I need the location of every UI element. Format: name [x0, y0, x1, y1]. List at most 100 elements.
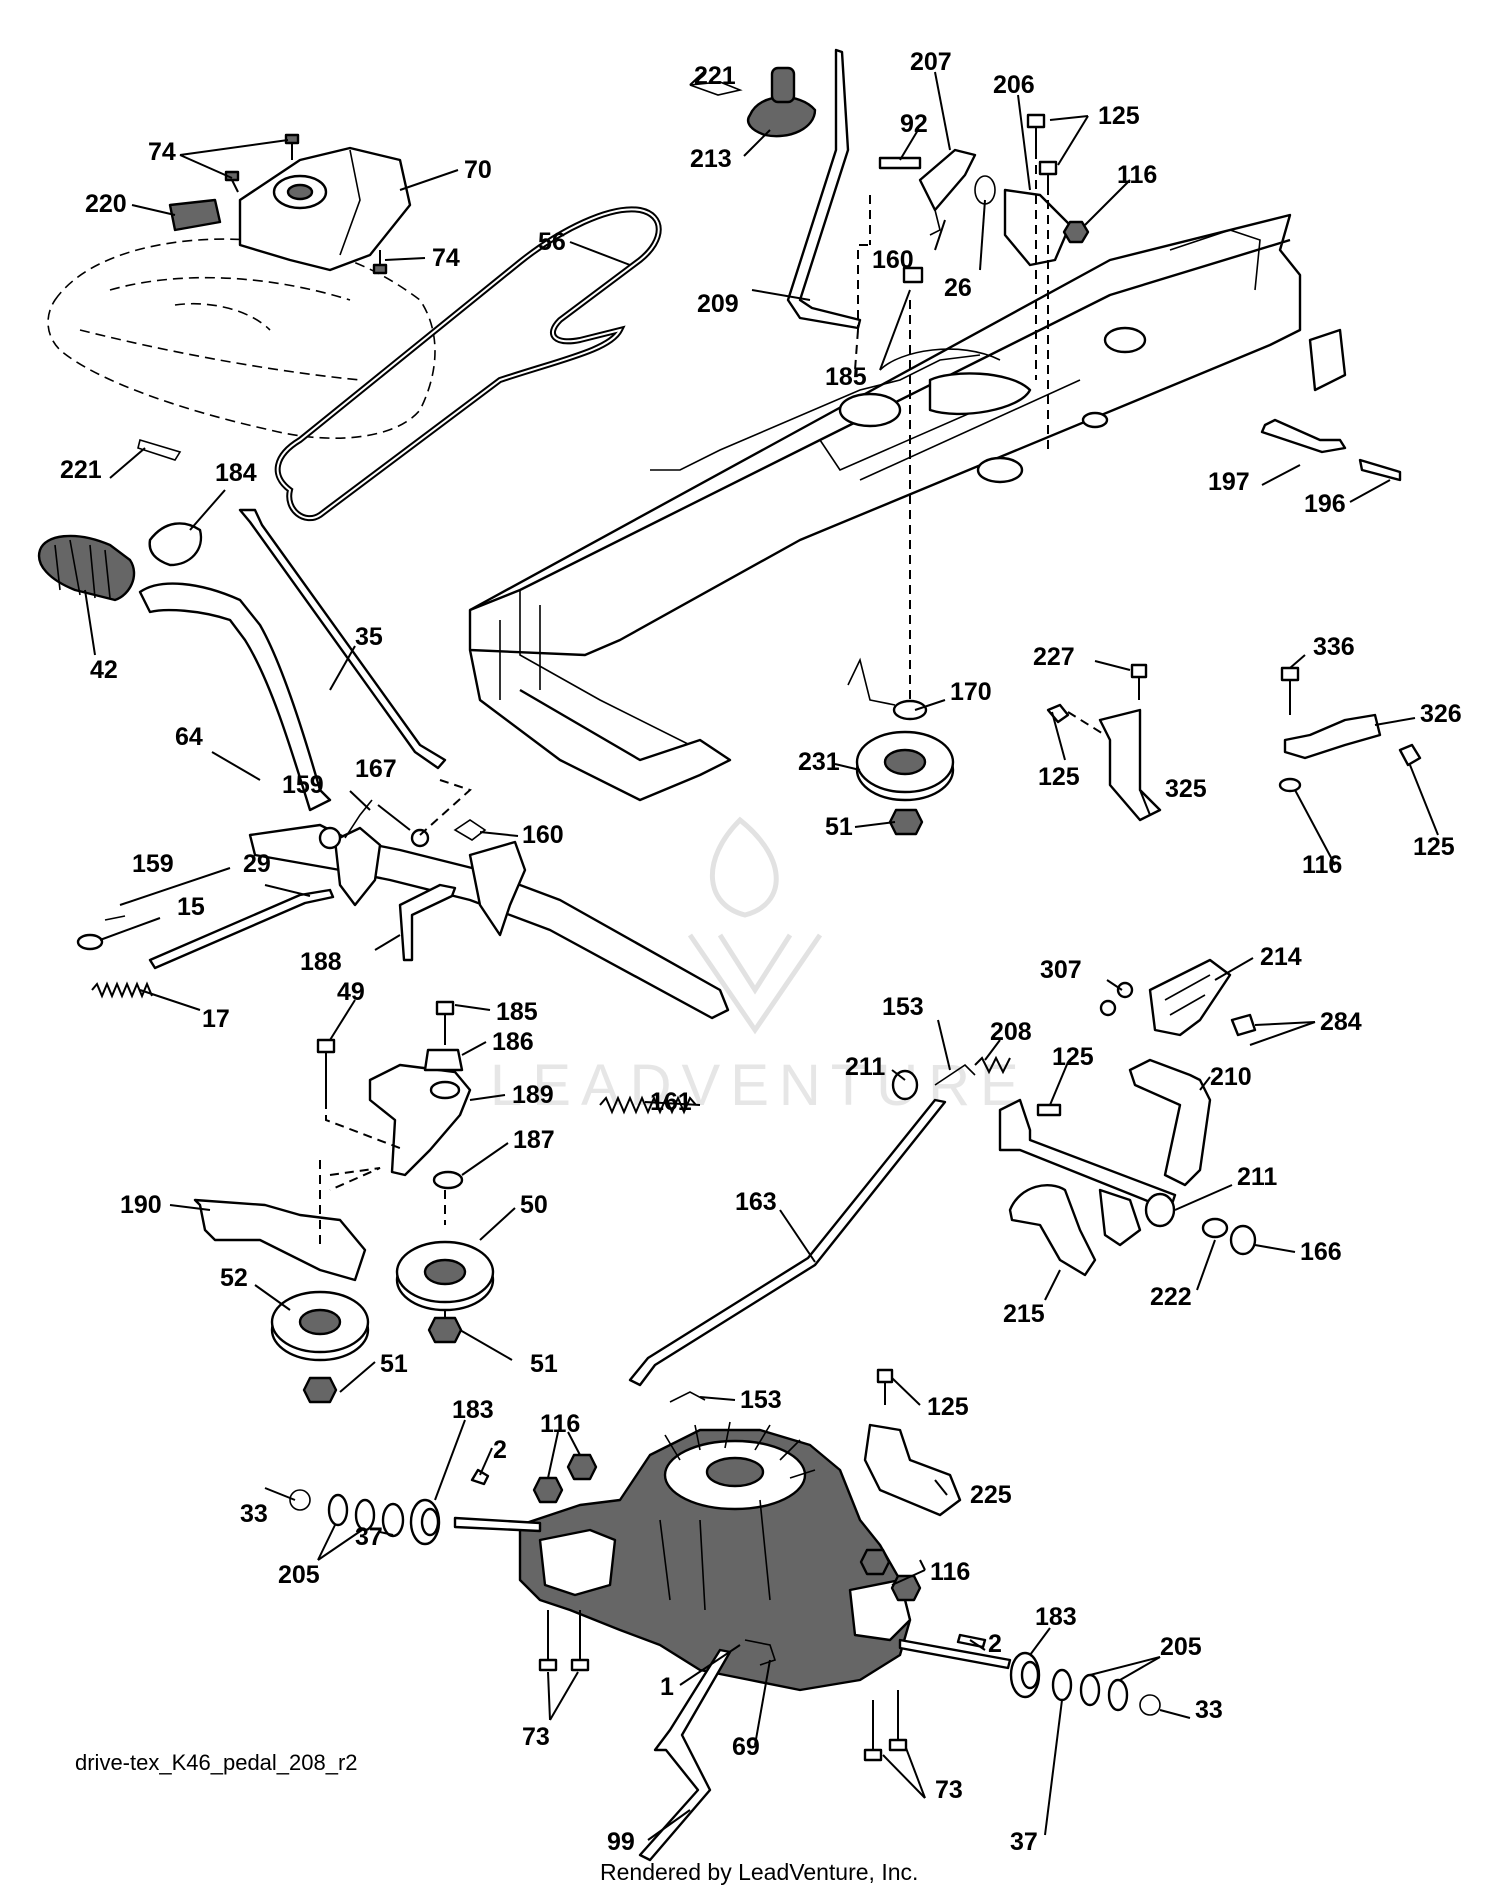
- callout-326: 326: [1420, 700, 1462, 728]
- e-ring: [1139, 1694, 1161, 1716]
- pedal-pad: [1148, 958, 1232, 1037]
- keys: [470, 1468, 490, 1486]
- callout-116: 116: [1302, 851, 1342, 879]
- bushing: [1144, 1192, 1176, 1228]
- callout-74: 74: [432, 244, 460, 272]
- callout-196: 196: [1304, 490, 1346, 518]
- pedal-spring: [974, 1055, 1011, 1075]
- bolt-pair: [1026, 113, 1058, 195]
- clip: [669, 1391, 706, 1403]
- screw: [1099, 999, 1117, 1017]
- cotter-pin: [104, 915, 126, 921]
- callout-51: 51: [380, 1350, 408, 1378]
- warning-label: [168, 198, 222, 232]
- callout-15: 15: [177, 893, 205, 921]
- washer: [432, 1170, 464, 1190]
- callout-26: 26: [944, 274, 972, 302]
- callout-185: 185: [825, 363, 867, 391]
- callout-92: 92: [900, 110, 928, 138]
- washer: [318, 826, 342, 850]
- callout-189: 189: [512, 1081, 554, 1109]
- bolt: [1280, 666, 1300, 682]
- bolt: [435, 1000, 455, 1016]
- cotter-pin: [929, 209, 941, 236]
- leader-lines: [84, 69, 1439, 1841]
- chassis-frame: [468, 213, 1347, 802]
- washer: [1107, 1678, 1129, 1712]
- callout-52: 52: [220, 1264, 248, 1292]
- callout-37: 37: [355, 1523, 383, 1551]
- washer: [327, 1493, 349, 1527]
- cruise-pedal: [1008, 1183, 1097, 1277]
- callout-73: 73: [522, 1723, 550, 1751]
- screw: [1116, 981, 1134, 999]
- nut: [532, 1476, 564, 1504]
- washer: [76, 933, 104, 951]
- lever-plate: [333, 826, 382, 907]
- idler-spring: [599, 1095, 697, 1115]
- callout-125: 125: [1413, 833, 1455, 861]
- seat-outline: [47, 238, 436, 439]
- nut: [1062, 220, 1090, 244]
- callout-159: 159: [132, 850, 174, 878]
- callout-161: 161: [650, 1088, 692, 1116]
- callout-214: 214: [1260, 943, 1302, 971]
- callout-190: 190: [120, 1191, 162, 1219]
- callout-29: 29: [243, 850, 271, 878]
- callout-125: 125: [1052, 1043, 1094, 1071]
- brake-rod-long: [628, 1098, 947, 1387]
- callout-208: 208: [990, 1018, 1032, 1046]
- callouts: 221 213 207 206 125 92 116 74 70 220 74 …: [60, 48, 1462, 1856]
- spring-clip: [453, 819, 487, 841]
- callout-56: 56: [538, 228, 566, 256]
- callout-185: 185: [496, 998, 538, 1026]
- callout-35: 35: [355, 623, 383, 651]
- callout-116: 116: [930, 1558, 970, 1586]
- pedal-arm: [1098, 1188, 1142, 1247]
- callout-221: 221: [60, 456, 102, 484]
- clip-cap: [148, 522, 203, 567]
- shift-lever: [786, 48, 862, 330]
- callout-17: 17: [202, 1005, 230, 1033]
- spacer: [381, 1502, 405, 1538]
- callout-213: 213: [690, 145, 732, 173]
- callout-125: 125: [1038, 763, 1080, 791]
- hairpin-clip: [137, 438, 182, 461]
- callout-170: 170: [950, 678, 992, 706]
- callout-99: 99: [607, 1828, 635, 1856]
- callout-50: 50: [520, 1191, 548, 1219]
- callout-64: 64: [175, 723, 203, 751]
- e-ring: [289, 1489, 311, 1511]
- hairpin-clip: [689, 81, 743, 96]
- control-rod: [238, 508, 447, 770]
- callout-33: 33: [240, 1500, 268, 1528]
- axle-left: [453, 1516, 542, 1533]
- callout-220: 220: [85, 190, 127, 218]
- callout-37: 37: [1010, 1828, 1038, 1856]
- callout-51: 51: [530, 1350, 558, 1378]
- screw: [224, 133, 388, 275]
- bolt: [878, 156, 922, 170]
- callout-166: 166: [1300, 1238, 1342, 1266]
- bearing: [409, 1498, 441, 1546]
- nut: [1278, 777, 1302, 793]
- callout-167: 167: [355, 755, 397, 783]
- bolt: [316, 1038, 336, 1054]
- callout-197: 197: [1208, 468, 1250, 496]
- shift-arm: [638, 1648, 732, 1862]
- bracket-hole: [429, 1080, 461, 1100]
- callout-325: 325: [1165, 775, 1207, 803]
- carriage-bolt: [902, 266, 924, 284]
- clip: [1230, 1013, 1257, 1037]
- callout-69: 69: [732, 1733, 760, 1761]
- render-credit: Rendered by LeadVenture, Inc.: [600, 1859, 918, 1885]
- callout-163: 163: [735, 1188, 777, 1216]
- callout-207: 207: [910, 48, 952, 76]
- pedal-shaft: [998, 1098, 1177, 1212]
- callout-284: 284: [1320, 1008, 1362, 1036]
- steering-tube: [138, 582, 332, 812]
- belt-guard: [193, 1198, 367, 1282]
- callout-33: 33: [1195, 1696, 1223, 1724]
- callout-187: 187: [513, 1126, 555, 1154]
